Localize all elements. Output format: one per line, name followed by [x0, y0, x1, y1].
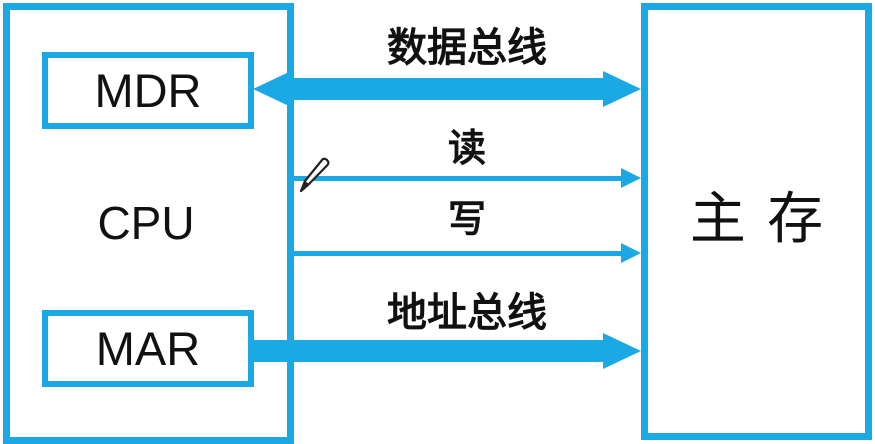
write-label: 写: [447, 199, 486, 241]
address-bus-arrowhead-right: [603, 333, 641, 369]
mar-register-box: MAR: [42, 310, 254, 387]
read-line: [293, 176, 621, 181]
data-bus-arrowhead-right: [603, 71, 641, 107]
mar-label: MAR: [95, 322, 201, 375]
cpu-label: CPU: [97, 197, 195, 249]
write-line: [293, 251, 621, 256]
mdr-label: MDR: [94, 64, 202, 117]
main-memory-label: 主存: [689, 189, 845, 251]
mdr-register-box: MDR: [42, 52, 254, 129]
data-bus-label: 数据总线: [387, 25, 547, 70]
read-arrowhead: [621, 168, 641, 188]
data-bus-shaft: [290, 78, 604, 100]
address-bus-label: 地址总线: [387, 290, 547, 335]
pen-cursor-icon: [299, 157, 330, 193]
data-bus-arrowhead-left: [253, 71, 291, 107]
write-arrowhead: [621, 243, 641, 263]
address-bus-shaft: [252, 340, 604, 362]
main-memory-box: [641, 3, 872, 440]
read-label: 读: [447, 128, 486, 170]
